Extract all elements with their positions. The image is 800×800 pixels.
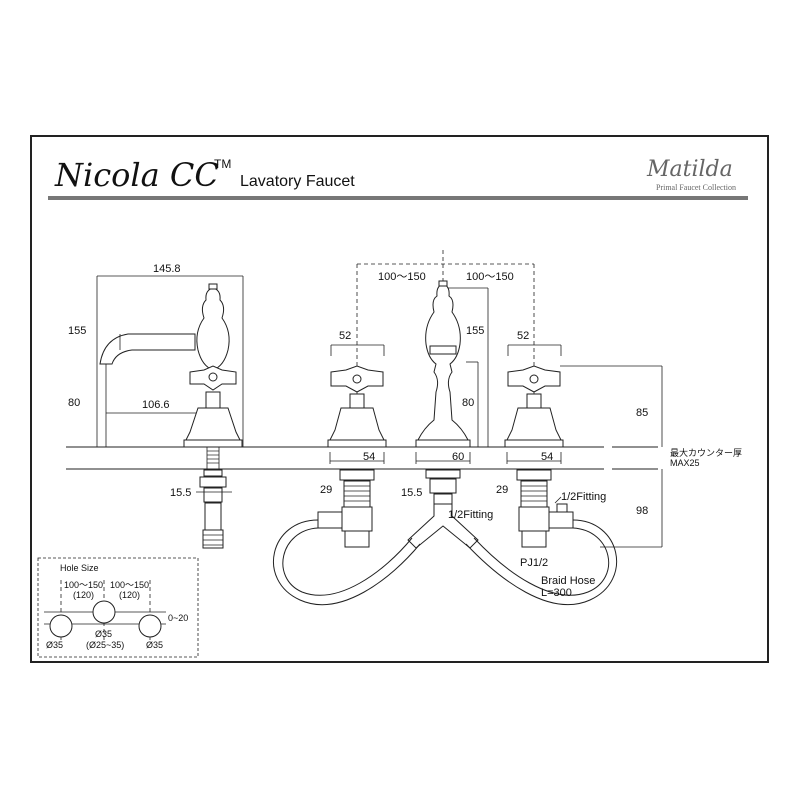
center-nut-label: 15.5: [401, 487, 422, 499]
brand-logo: Matilda: [646, 157, 733, 182]
hole-spacing-1: 100～150: [64, 580, 103, 590]
hole-dia-left: Ø35: [46, 640, 63, 650]
hole-dia-right: Ø35: [146, 640, 163, 650]
center-spout-height-label: 80: [462, 397, 474, 409]
hole-offset-label: 0~20: [168, 613, 188, 623]
product-subtitle: Lavatory Faucet: [240, 173, 355, 190]
hole-dia-center: Ø35: [95, 629, 112, 639]
trademark-mark: TM: [214, 157, 231, 171]
right-base-label: 54: [541, 451, 553, 463]
drawing-frame: [30, 135, 769, 663]
hole-dia-center-sub: (Ø25~35): [86, 640, 124, 650]
header-rule: [48, 196, 748, 200]
hose-label: Braid Hose: [541, 575, 595, 587]
pj-label: PJ1/2: [520, 557, 548, 569]
left-handle-width-label: 52: [339, 330, 351, 342]
hole-spacing-2: 100～150: [110, 580, 149, 590]
counter-note: 最大カウンター厚: [670, 447, 742, 459]
center-height-label: 155: [466, 325, 484, 337]
side-reach-label: 106.6: [142, 399, 170, 411]
center-fitting-label: 1/2Fitting: [448, 509, 493, 521]
side-height-label: 155: [68, 325, 86, 337]
model-title: Nicola CC: [54, 156, 219, 194]
right-handle-width-label: 52: [517, 330, 529, 342]
spacing-left-label: 100～150: [378, 271, 426, 283]
brand-tagline: Primal Faucet Collection: [656, 183, 736, 192]
spacing-right-label: 100～150: [466, 271, 514, 283]
side-view: 145.8 155 80 106.6 15.5: [68, 263, 244, 549]
hole-size-title: Hole Size: [60, 563, 99, 573]
side-spout-height-label: 80: [68, 397, 80, 409]
hole-spacing-1-sub: (120): [73, 590, 94, 600]
hole-spacing-2-sub: (120): [119, 590, 140, 600]
hose-length-label: L=300: [541, 587, 572, 599]
front-view: 100～150 100～150 155 80 52 52: [273, 250, 742, 606]
hole-size-box: Hole Size 100～150 (120) 100～150 (120) 0~…: [37, 557, 199, 658]
handle-to-deck-label: 85: [636, 407, 648, 419]
left-thread-label: 29: [320, 484, 332, 496]
left-base-label: 54: [363, 451, 375, 463]
below-deck-label: 98: [636, 505, 648, 517]
right-thread-label: 29: [496, 484, 508, 496]
center-base-label: 60: [452, 451, 464, 463]
side-nut-label: 15.5: [170, 487, 191, 499]
counter-max-label: MAX25: [670, 458, 700, 468]
side-width-label: 145.8: [153, 263, 181, 275]
right-fitting-label: 1/2Fitting: [561, 491, 606, 503]
